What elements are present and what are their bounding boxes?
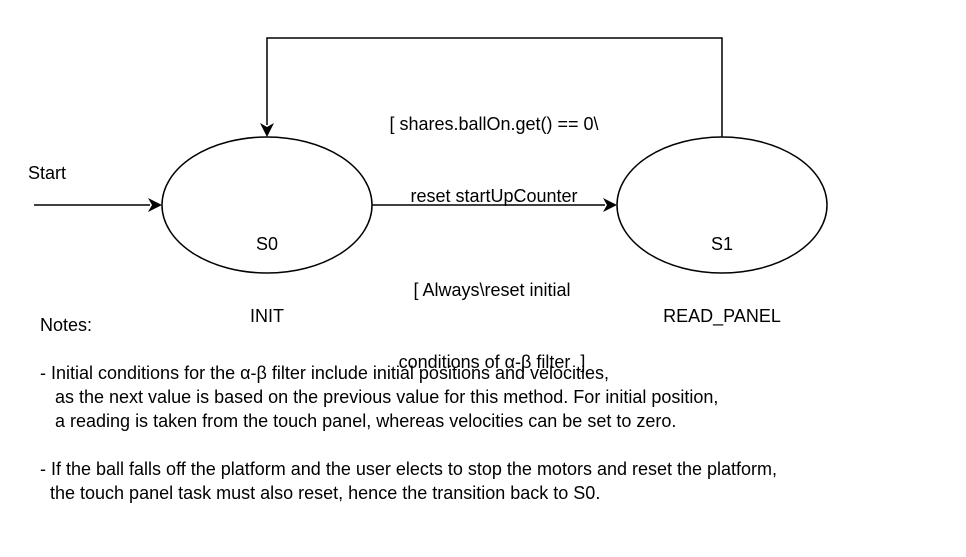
notes-line: the touch panel task must also reset, he…	[40, 483, 601, 503]
transition-s0-to-s1-line2: conditions of α-β filter ]	[398, 352, 586, 372]
notes-line: a reading is taken from the touch panel,…	[40, 411, 677, 431]
state-s1-label: S1 READ_PANEL	[642, 184, 802, 352]
transition-s0-to-s1-line1: [ Always\reset initial	[413, 280, 571, 300]
transition-s0-to-s1-arrow	[372, 198, 617, 212]
notes: Notes: - Initial conditions for the α-β …	[40, 313, 777, 505]
state-s0-name: INIT	[250, 306, 284, 326]
transition-s1-to-s0-label: [ shares.ballOn.get() == 0\ reset startU…	[364, 64, 624, 232]
notes-line	[40, 433, 777, 457]
transition-s0-to-s1-label: [ Always\reset initial conditions of α-β…	[372, 230, 612, 398]
notes-title: Notes:	[40, 315, 93, 335]
notes-line: - If the ball falls off the platform and…	[40, 459, 778, 479]
state-s1-name: READ_PANEL	[663, 306, 781, 326]
start-arrow	[34, 198, 162, 212]
notes-line: as the next value is based on the previo…	[40, 387, 719, 407]
state-s0-label: S0 INIT	[217, 184, 317, 352]
transition-s1-to-s0-arrow	[260, 37, 723, 137]
state-s1-id: S1	[710, 234, 734, 254]
state-s0-id: S0	[255, 234, 279, 254]
notes-line: - Initial conditions for the α-β filter …	[40, 363, 610, 383]
transition-s1-to-s0-line1: [ shares.ballOn.get() == 0\	[389, 114, 599, 134]
transition-s1-to-s0-line2: reset startUpCounter	[410, 186, 578, 206]
start-label: Start	[28, 163, 67, 183]
